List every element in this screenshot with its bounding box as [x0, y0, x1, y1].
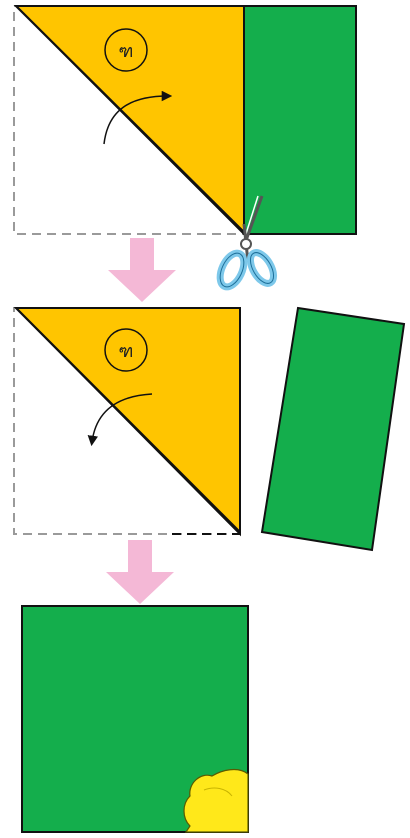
- pink-down-arrow-icon: [108, 238, 176, 302]
- step2-marker-label: ฑ: [119, 341, 134, 362]
- step2-green-rectangle-rotated: [262, 308, 404, 550]
- step1-marker-label: ฑ: [119, 41, 134, 62]
- step-1: ฑ: [14, 6, 356, 234]
- step-2: ฑ: [14, 308, 404, 550]
- step-3: [22, 606, 248, 832]
- pink-down-arrow-icon: [106, 540, 174, 604]
